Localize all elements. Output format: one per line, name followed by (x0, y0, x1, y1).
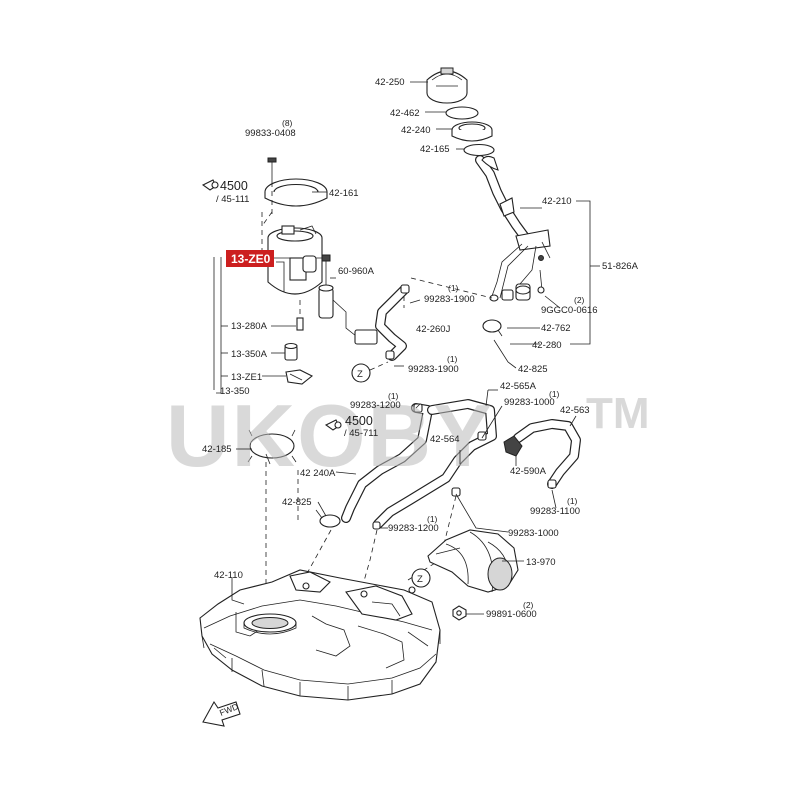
label-ref-45-111: / 45-111 (216, 194, 249, 205)
qty-99283-1900-upper: (1) (448, 283, 459, 293)
label-42-110: 42-110 (214, 570, 243, 581)
watermark-tm: TM (586, 389, 650, 438)
ref-4500-upper (201, 179, 219, 191)
label-ref-45-711: / 45-711 (344, 428, 378, 439)
label-ref-4500-upper: 4500 (220, 179, 248, 193)
label-99283-1000-lower: 99283-1000 (508, 528, 559, 539)
hose-42-565a (485, 389, 489, 407)
qty-99283-1900-lower: (1) (447, 354, 458, 364)
label-9ggc0-0616: 9GGC0-0616 (541, 305, 598, 316)
z-marker-upper (351, 363, 371, 383)
hose-42-564 (373, 399, 497, 529)
qty-9ggc0-0616: (2) (574, 295, 585, 305)
fuel-filter-13-350a (284, 342, 298, 361)
qty-99283-1100: (1) (567, 496, 578, 506)
fwd-arrow-icon: FWD (202, 700, 241, 727)
label-60-960a: 60-960A (338, 266, 375, 277)
label-42-565a: 42-565A (500, 381, 537, 392)
filler-neck-o-ring (463, 143, 495, 157)
fuel-filler-cap (426, 67, 468, 104)
label-42-240: 42-240 (401, 125, 431, 136)
label-13-350a: 13-350A (231, 349, 268, 360)
qty-99283-1000-upper: (1) (549, 389, 560, 399)
label-99283-1200-upper: 99283-1200 (350, 400, 401, 411)
pump-retaining-ring-42-161 (264, 178, 328, 207)
label-13-970: 13-970 (526, 557, 556, 568)
label-42-564: 42-564 (430, 434, 460, 445)
label-42-165: 42-165 (420, 144, 450, 155)
pump-gasket-42-185 (247, 429, 297, 465)
clip-99283-1200-lower (372, 521, 381, 530)
hose-clamp-42-825-lower (315, 509, 341, 528)
z-marker-lower-label: Z (417, 574, 423, 585)
label-42-462: 42-462 (390, 108, 420, 119)
heat-shield-13-970 (427, 529, 519, 593)
label-42-825-upper: 42-825 (518, 364, 548, 375)
hose-42-240a (341, 403, 433, 523)
label-42-161: 42-161 (329, 188, 359, 199)
leader-lines (231, 81, 600, 615)
fuel-gauge-sender-60-960a (318, 254, 378, 345)
label-42-563: 42-563 (560, 405, 590, 416)
clip-99283-1200-upper (413, 403, 423, 413)
screw-99833-0408 (267, 157, 277, 182)
ref-4500-lower (324, 419, 342, 431)
check-valve-42-590a (503, 435, 523, 457)
fuel-filler-pipe (475, 155, 551, 301)
vent-hose-42-260j (375, 285, 409, 361)
clip-99283-1000-lower (451, 487, 461, 497)
label-99283-1900-lower: 99283-1900 (408, 364, 459, 375)
qty-99833-0408: (8) (282, 118, 293, 128)
label-51-826a: 51-826A (602, 261, 639, 272)
filler-cap-gasket (445, 106, 479, 120)
qty-99283-1200-upper: (1) (388, 391, 399, 401)
hose-clamp-42-825-upper (482, 319, 503, 337)
z-marker-upper-label: Z (357, 369, 363, 380)
label-99283-1900-upper: 99283-1900 (424, 294, 475, 305)
clip-99283-1000-upper (477, 431, 487, 441)
label-42-590a: 42-590A (510, 466, 547, 477)
label-42-210: 42-210 (542, 196, 572, 207)
label-99283-1000-upper: 99283-1000 (504, 397, 555, 408)
label-99283-1200-lower: 99283-1200 (388, 523, 439, 534)
label-42-260j: 42-260J (416, 324, 451, 335)
highlight-label: 13-ZE0 (231, 252, 271, 266)
qty-99283-1200-lower: (1) (427, 514, 438, 524)
z-marker-lower (411, 568, 431, 588)
fuel-strainer-13-ze1 (285, 369, 314, 385)
hose-42-563 (513, 419, 581, 489)
label-42-280: 42-280 (532, 340, 562, 351)
label-99891-0600: 99891-0600 (486, 609, 537, 620)
label-42-762: 42-762 (541, 323, 571, 334)
clip-99283-1100 (547, 479, 557, 489)
label-13-ze1: 13-ZE1 (231, 372, 262, 383)
nut-99891-0600 (452, 605, 467, 621)
filler-neck-seal (451, 121, 493, 142)
label-ref-4500-lower: 4500 (345, 414, 373, 428)
label-42-825-lower: 42-825 (282, 497, 312, 508)
label-99833-0408: 99833-0408 (245, 128, 296, 139)
watermark: UKOBY (166, 386, 494, 485)
fuel-tank-42-110 (199, 569, 441, 701)
label-42-185: 42-185 (202, 444, 232, 455)
label-13-350: 13-350 (220, 386, 250, 397)
hose-clamp-42-762 (489, 294, 499, 302)
fuel-pump-module-13-ze0 (267, 225, 323, 331)
label-13-280a: 13-280A (231, 321, 268, 332)
label-42-240a: 42 240A (300, 468, 336, 479)
clip-99283-1900-upper (400, 284, 410, 294)
highlight-badge (226, 250, 274, 267)
clip-99283-1900-lower (385, 350, 395, 360)
label-99283-1100: 99283-1100 (530, 506, 580, 517)
label-42-250: 42-250 (375, 77, 405, 88)
qty-99891-0600: (2) (523, 600, 534, 610)
